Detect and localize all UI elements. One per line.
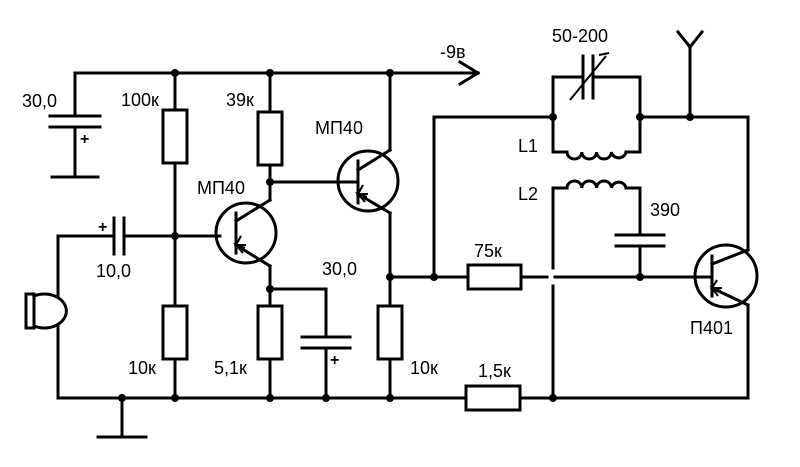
inductor-l1 [551,115,642,161]
signal-line [388,115,555,279]
transistor-q3-icon [693,243,759,400]
capacitor-input-label: 10,0 [96,261,131,281]
resistor-10k-right [376,304,404,400]
transistor-q2-icon [336,147,400,216]
transistor-q2-label: МП40 [315,118,363,138]
transistor-q3-label: П401 [690,318,733,338]
capacitor-emitter [268,287,352,400]
resistor-5-1k-label: 5,1к [214,358,247,378]
capacitor-input-plus: + [98,219,107,236]
resistor-75k-label: 75к [474,241,502,261]
capacitor-input [112,216,222,256]
capacitor-supply-filter-label: 30,0 [22,91,57,111]
resistor-10k-right-label: 10к [410,358,438,378]
inductor-l2-label: L2 [518,184,538,204]
inductor-l1-label: L1 [518,136,538,156]
resistor-100k-label: 100к [121,90,159,110]
capacitor-390-label: 390 [650,200,680,220]
transistor-q1-icon [214,197,278,269]
transistor-q1-label: МП40 [197,178,245,198]
resistor-1-5k-label: 1,5к [478,361,511,381]
junction-dots [118,69,694,402]
capacitor-supply-filter [48,71,102,179]
resistor-100k [161,71,189,308]
resistor-39k-label: 39к [226,90,254,110]
variable-capacitor [551,52,642,119]
variable-capacitor-label: 50-200 [552,26,608,46]
resistor-10k-left-label: 10к [128,358,156,378]
ground-rail [56,396,750,439]
antenna-icon [638,29,750,252]
resistor-10k-left [161,304,189,400]
inductor-l2 [551,179,642,400]
capacitor-390 [614,233,666,279]
supply-rail [73,59,481,87]
capacitor-emitter-label: 30,0 [322,259,357,279]
capacitor-supply-filter-plus: + [80,131,89,148]
capacitor-emitter-plus: + [330,352,339,369]
resistor-1-5k [464,384,522,412]
resistor-75k [466,263,714,291]
microphone-icon [24,234,116,400]
supply-voltage-label: -9в [440,42,466,62]
